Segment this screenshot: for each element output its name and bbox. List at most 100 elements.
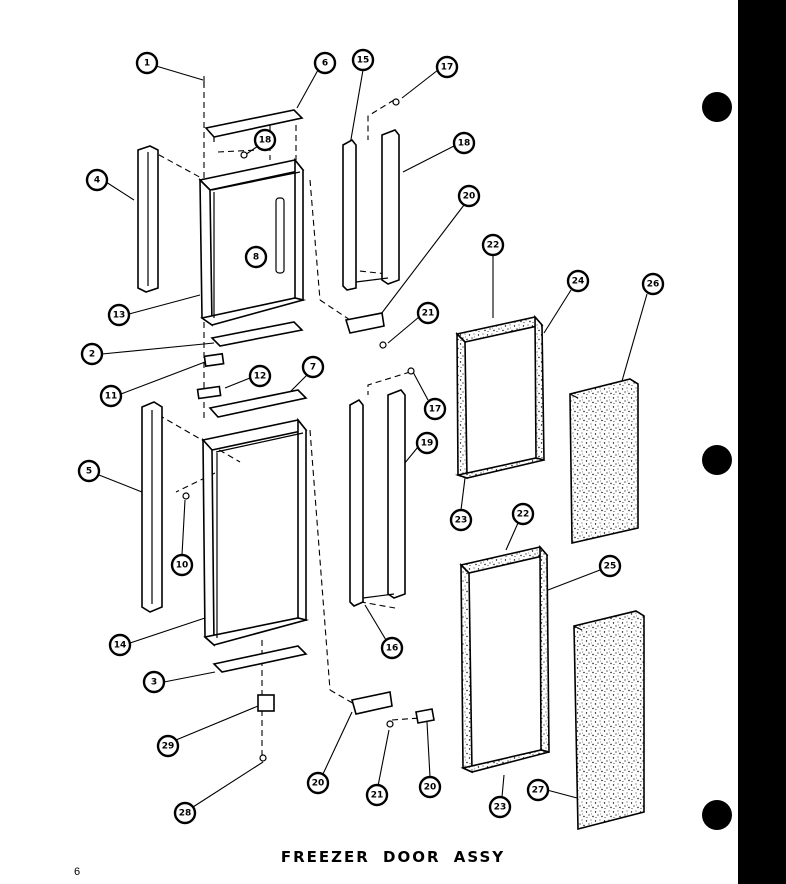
callout-7: 7 — [301, 355, 325, 379]
upper-door-frame — [198, 157, 307, 327]
callout-circle — [313, 51, 337, 75]
leader-lines — [98, 65, 648, 808]
callout-number: 15 — [357, 56, 370, 66]
callout-number: 20 — [463, 192, 476, 202]
callout-21: 21 — [365, 783, 389, 807]
callout-20: 20 — [418, 775, 442, 799]
callout-number: 12 — [254, 372, 267, 382]
callout-20: 20 — [306, 771, 330, 795]
callout-number: 20 — [312, 779, 325, 789]
callout-number: 16 — [386, 644, 399, 654]
upper-top-plate — [204, 109, 304, 142]
callout-number: 14 — [114, 641, 127, 651]
lower-bottom-plate — [212, 645, 435, 762]
lower-insulation-panel — [573, 610, 645, 831]
callout-circle — [435, 55, 459, 79]
callout-number: 23 — [494, 803, 507, 813]
callout-number: 1 — [144, 59, 150, 69]
callout-circle — [306, 771, 330, 795]
callout-29: 29 — [156, 734, 180, 758]
callout-circle — [452, 131, 476, 155]
callout-circle — [449, 508, 473, 532]
callout-circle — [156, 734, 180, 758]
callout-number: 29 — [162, 742, 175, 752]
binder-hole-bottom — [702, 800, 732, 830]
callout-26: 26 — [641, 272, 665, 296]
callout-number: 23 — [455, 516, 468, 526]
callout-28: 28 — [173, 801, 197, 825]
callout-number: 7 — [310, 363, 316, 373]
callout-number: 21 — [371, 791, 384, 801]
callout-16: 16 — [380, 636, 404, 660]
callout-circle — [99, 384, 123, 408]
callout-18: 18 — [452, 131, 476, 155]
callout-circle — [598, 554, 622, 578]
callout-17: 17 — [435, 55, 459, 79]
callout-number: 18 — [458, 139, 471, 149]
callout-27: 27 — [526, 778, 550, 802]
page-number: 6 — [74, 866, 81, 878]
lower-left-trim — [141, 401, 190, 613]
binder-hole-middle — [702, 445, 732, 475]
callout-number: 28 — [179, 809, 192, 819]
callout-13: 13 — [107, 303, 131, 327]
callout-circle — [85, 168, 109, 192]
callout-circle — [416, 301, 440, 325]
callout-number: 2 — [89, 350, 95, 360]
callout-circle — [457, 184, 481, 208]
callout-circle — [511, 502, 535, 526]
callout-8: 8 — [244, 245, 268, 269]
callout-number: 21 — [422, 309, 435, 319]
upper-gasket — [454, 314, 545, 480]
callout-number: 22 — [517, 510, 530, 520]
callout-circle — [108, 633, 132, 657]
callout-14: 14 — [108, 633, 132, 657]
callout-circle — [365, 783, 389, 807]
callout-15: 15 — [351, 48, 375, 72]
callout-22: 22 — [511, 502, 535, 526]
callout-number: 18 — [259, 136, 272, 146]
callout-circle — [173, 801, 197, 825]
callout-5: 5 — [77, 459, 101, 483]
callout-number: 27 — [532, 786, 545, 796]
upper-right-channels — [342, 129, 400, 291]
callout-number: 11 — [105, 392, 118, 402]
lower-door-frame — [201, 417, 310, 647]
callout-18: 18 — [253, 128, 277, 152]
upper-left-trim — [137, 145, 159, 293]
callout-21: 21 — [416, 301, 440, 325]
lower-right-channels — [349, 367, 415, 607]
callout-number: 8 — [253, 253, 259, 263]
callout-3: 3 — [142, 670, 166, 694]
callout-circle — [253, 128, 277, 152]
assembly-dashed-lines — [149, 82, 421, 760]
lower-gasket — [459, 544, 550, 774]
callout-number: 13 — [113, 311, 126, 321]
callout-20: 20 — [457, 184, 481, 208]
callout-23: 23 — [449, 508, 473, 532]
callout-circle — [77, 459, 101, 483]
callout-number: 3 — [151, 678, 157, 688]
callout-circle — [80, 342, 104, 366]
upper-bottom-plate — [196, 76, 400, 400]
callout-6: 6 — [313, 51, 337, 75]
callout-number: 17 — [441, 63, 454, 73]
callout-number: 4 — [94, 176, 100, 186]
callout-22: 22 — [481, 233, 505, 257]
callout-circle — [415, 431, 439, 455]
callout-number: 17 — [429, 405, 442, 415]
callout-number: 20 — [424, 783, 437, 793]
callout-circle — [244, 245, 268, 269]
callout-19: 19 — [415, 431, 439, 455]
callout-23: 23 — [488, 795, 512, 819]
binder-spine — [738, 0, 786, 884]
callout-number: 19 — [421, 439, 434, 449]
callout-number: 6 — [322, 59, 328, 69]
callout-circle — [107, 303, 131, 327]
callout-circle — [641, 272, 665, 296]
lower-top-plate — [208, 389, 308, 418]
callout-circle — [351, 48, 375, 72]
callout-number: 5 — [86, 467, 92, 477]
